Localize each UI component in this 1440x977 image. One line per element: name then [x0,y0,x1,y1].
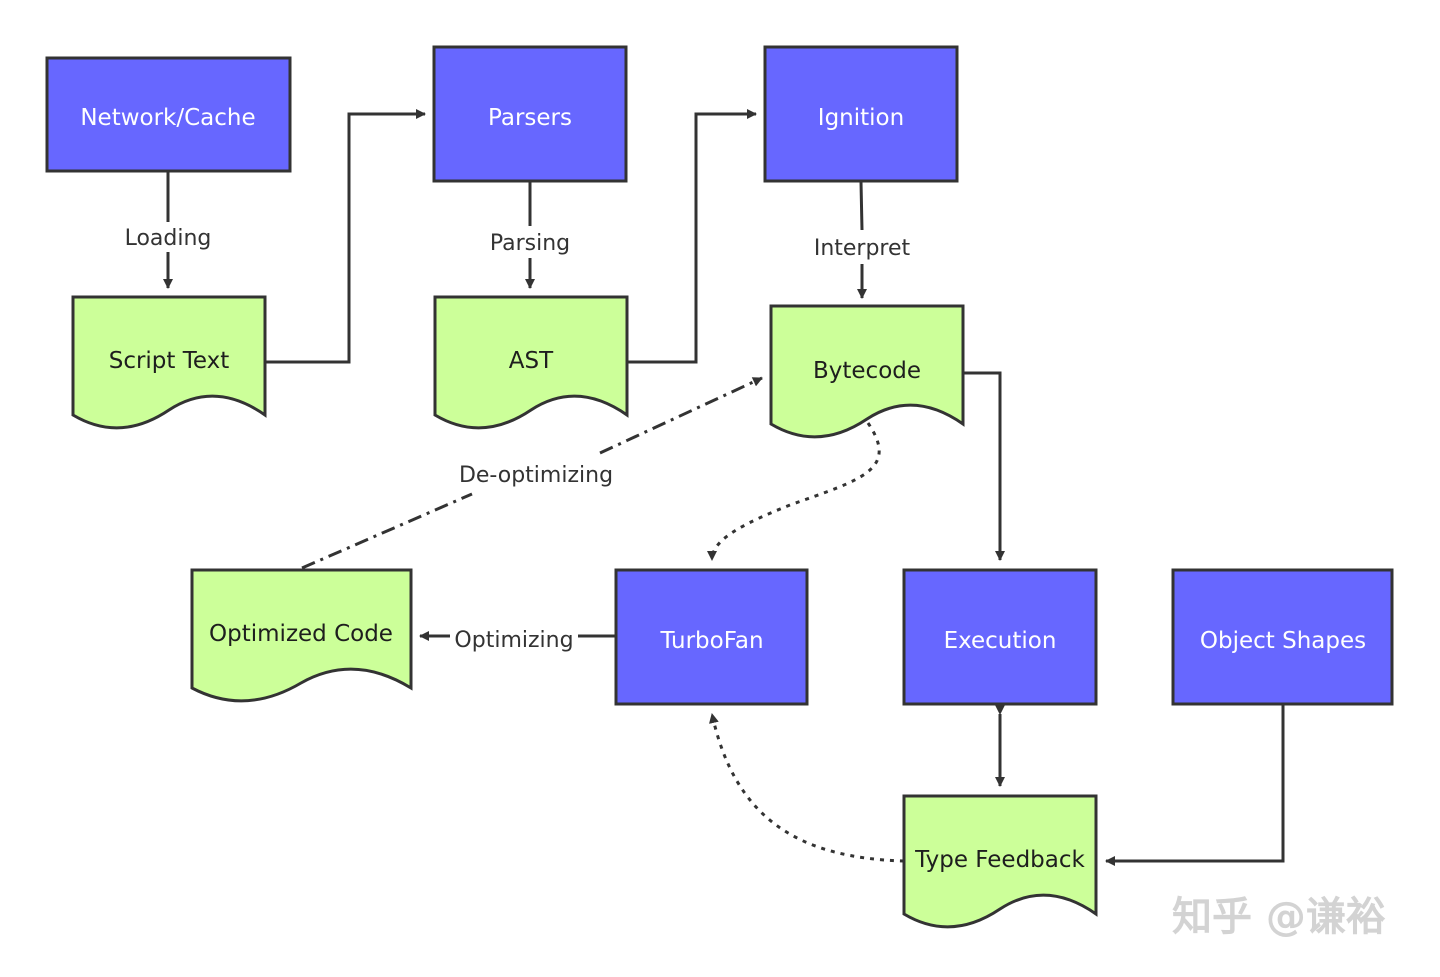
label-deoptimizing: De-optimizing [459,463,613,488]
node-script-text[interactable] [71,295,267,430]
node-type-feedback[interactable] [902,794,1098,929]
node-turbofan[interactable] [614,568,809,706]
label-loading: Loading [125,226,212,251]
edge-ast-to-ignition [627,109,757,364]
node-turbofan-label: TurboFan [659,628,763,654]
watermark: 知乎 @谦裕 [1172,894,1386,940]
edge-script-to-parsers [265,109,426,364]
edge-deopt-lower [301,492,473,570]
edge-bytecode-to-execution [963,371,1005,561]
edge-bytecode-to-turbofan [707,422,881,561]
label-parsing: Parsing [490,231,570,256]
node-script-text-label: Script Text [109,348,230,374]
node-ignition-label: Ignition [818,105,904,131]
node-bytecode[interactable] [769,304,965,439]
node-network-cache-label: Network/Cache [80,105,255,131]
node-ignition[interactable] [763,45,959,183]
edge-deopt-upper [599,376,763,455]
node-optimized-code-label: Optimized Code [209,621,393,647]
edge-interpret-top [859,181,864,231]
node-bytecode-label: Bytecode [813,358,921,384]
node-parsers-label: Parsers [488,105,572,131]
document-nodes [71,295,1098,929]
label-optimizing: Optimizing [454,628,573,653]
node-optimized-code[interactable] [190,568,413,703]
process-nodes [45,45,1394,706]
node-object-shapes[interactable] [1171,568,1394,706]
label-interpret: Interpret [814,236,911,261]
edge-shapes-to-feedback [1105,704,1285,866]
node-execution[interactable] [902,568,1098,706]
node-network-cache[interactable] [45,56,292,173]
node-type-feedback-label: Type Feedback [914,847,1085,873]
node-ast[interactable] [433,295,629,430]
node-ast-label: AST [509,348,554,374]
edge-feedback-to-turbofan [709,713,905,863]
edges [163,109,1285,866]
node-parsers[interactable] [432,45,628,183]
node-object-shapes-label: Object Shapes [1200,628,1366,654]
node-execution-label: Execution [944,628,1057,654]
